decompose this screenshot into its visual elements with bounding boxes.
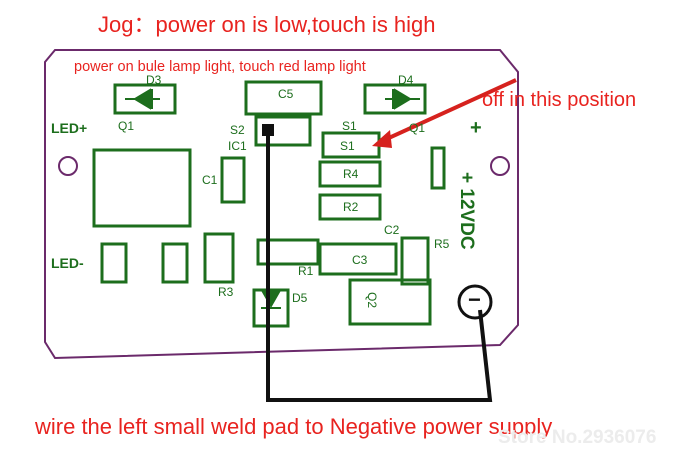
led-minus-pad-2 (161, 242, 189, 284)
led-minus-pad-1 (100, 242, 128, 284)
label-led-plus: LED+ (51, 120, 88, 136)
annotation-title: Jog：power on is low,touch is high (98, 12, 436, 37)
d5-diode-symbol (261, 291, 281, 309)
pcb-board-outline (44, 49, 519, 360)
label-d5: D5 (292, 291, 308, 305)
c1-footprint (220, 156, 246, 204)
c5-footprint (244, 80, 323, 116)
right-pad-upper (430, 146, 446, 190)
d3-diode-symbol (125, 88, 160, 110)
annotation-subtitle: power on bule lamp light, touch red lamp… (74, 59, 366, 75)
wire-to-negative (266, 130, 493, 402)
label-q2: Q2 (365, 292, 379, 309)
label-c3: C3 (352, 253, 368, 267)
label-c5: C5 (278, 87, 294, 101)
r4-footprint (318, 160, 382, 188)
mounting-hole-right (490, 156, 510, 176)
r3-footprint (203, 232, 235, 284)
d5-footprint (252, 288, 290, 328)
label-led-minus: LED- (51, 255, 84, 271)
label-d3: D3 (146, 73, 162, 87)
label-r2: R2 (343, 200, 359, 214)
d3-footprint (113, 83, 177, 115)
label-c1: C1 (202, 173, 218, 187)
s2-pad-area (254, 115, 312, 147)
label-12vdc: + 12VDC (456, 172, 477, 250)
store-watermark: Store No.2936076 (498, 427, 657, 448)
q2-footprint (348, 278, 432, 326)
off-position-arrow-shaft (379, 78, 517, 144)
label-r5: R5 (434, 237, 450, 251)
r5-footprint (400, 236, 430, 286)
label-r3: R3 (218, 285, 234, 299)
off-position-arrowhead (372, 130, 392, 148)
annotation-wire-instruction: wire the left small weld pad to Negative… (35, 414, 553, 439)
r1-footprint (256, 238, 320, 266)
d4-diode-symbol (385, 88, 420, 110)
label-r1: R1 (298, 264, 314, 278)
label-q1: Q1 (118, 119, 135, 133)
annotation-off-position: off in this position (482, 89, 637, 111)
label-r4: R4 (343, 167, 359, 181)
label-q1-right: Q1 (409, 121, 426, 135)
negative-terminal (457, 284, 493, 320)
d4-footprint (363, 83, 427, 115)
ic1-large-pad (92, 148, 192, 228)
label-c2: C2 (384, 223, 400, 237)
label-s1-box: S1 (340, 139, 355, 153)
label-plus-sign: + (470, 117, 482, 139)
c3-footprint (318, 242, 398, 276)
label-d4: D4 (398, 73, 414, 87)
r2-footprint (318, 193, 382, 221)
label-s2: S2 (230, 123, 245, 137)
label-s1-top: S1 (342, 119, 357, 133)
mounting-hole-left (58, 156, 78, 176)
label-ic1: IC1 (228, 139, 247, 153)
label-minus-sign: − (468, 287, 481, 312)
